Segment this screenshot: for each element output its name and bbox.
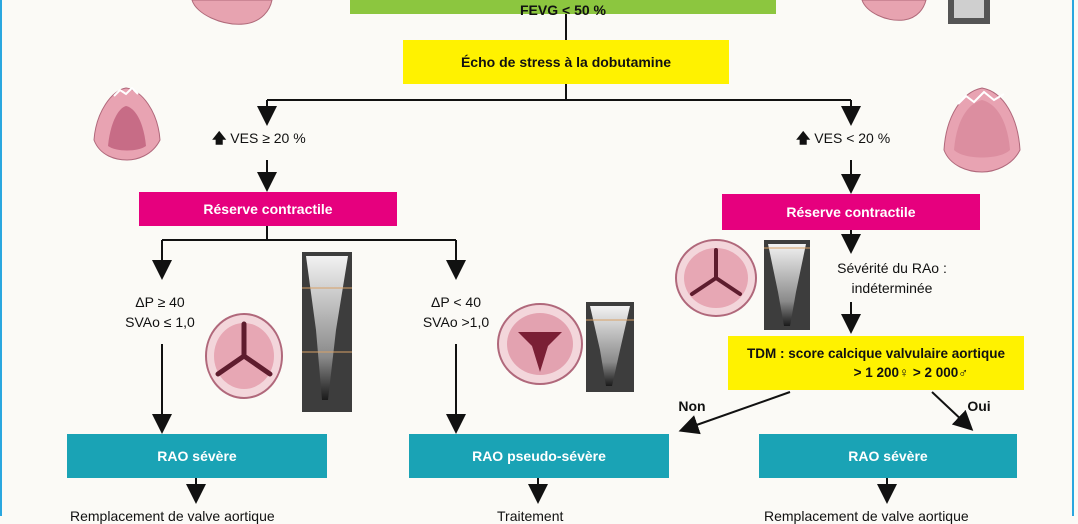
valve-trileaflet-icon	[205, 313, 283, 399]
outcome-right-box: RAO sévère	[759, 434, 1017, 478]
right-branch-label: 🡅 VES < 20 %	[796, 128, 916, 148]
valve-trileaflet-icon	[497, 303, 583, 385]
outcome-left-text: RAO sévère	[157, 448, 237, 464]
up-arrow-icon: 🡅	[796, 130, 811, 146]
echo-doppler-icon	[764, 240, 810, 330]
valve-open-icon	[943, 87, 1021, 173]
valve-cusp-icon	[861, 0, 990, 24]
left-branch-text: VES ≥ 20 %	[230, 130, 306, 146]
condition-b-line1: ΔP < 40	[431, 294, 481, 310]
echo-doppler-icon	[302, 252, 352, 412]
outcome-mid-text: RAO pseudo-sévère	[472, 448, 606, 464]
severity-line1: Sévérité du RAo :	[837, 260, 947, 276]
bottom-mid-text: Traitement	[497, 508, 564, 524]
stress-echo-text: Écho de stress à la dobutamine	[460, 54, 672, 70]
severity-line2: indéterminée	[851, 280, 933, 296]
echo-doppler-icon	[586, 302, 634, 392]
valve-open-icon	[93, 86, 161, 161]
condition-b-line2: SVAo >1,0	[422, 314, 490, 330]
reserve-left-box: Réserve contractile	[139, 192, 397, 226]
condition-a-line1: ΔP ≥ 40	[135, 294, 185, 310]
left-branch-label: 🡅 VES ≥ 20 %	[212, 128, 332, 148]
bottom-left-text: Remplacement de valve aortique	[70, 508, 275, 524]
right-branch-text: VES < 20 %	[814, 130, 891, 146]
up-arrow-icon: 🡅	[212, 130, 227, 146]
tdm-box: TDM : score calcique valvulaire aortique…	[728, 336, 1024, 390]
valve-cusp-icon	[191, 0, 273, 25]
severity-text: Sévérité du RAo : indéterminée	[810, 258, 974, 298]
reserve-right-text: Réserve contractile	[786, 204, 916, 220]
tdm-line2: > 1 200♀ > 2 000♂	[853, 365, 969, 380]
valve-trileaflet-icon	[675, 239, 757, 317]
fevg-text: FEVG < 50 %	[520, 2, 606, 18]
stress-echo-box: Écho de stress à la dobutamine	[403, 40, 729, 84]
reserve-right-box: Réserve contractile	[722, 194, 980, 230]
non-label: Non	[678, 398, 706, 414]
outcome-mid-box: RAO pseudo-sévère	[409, 434, 669, 478]
condition-a-line2: SVAo ≤ 1,0	[125, 314, 195, 330]
fevg-box: FEVG < 50 %	[350, 0, 776, 18]
oui-label: Oui	[967, 398, 991, 414]
condition-a: ΔP ≥ 40 SVAo ≤ 1,0	[108, 292, 212, 332]
outcome-right-text: RAO sévère	[848, 448, 928, 464]
bottom-right-text: Remplacement de valve aortique	[764, 508, 969, 524]
condition-b: ΔP < 40 SVAo >1,0	[404, 292, 508, 332]
outcome-left-box: RAO sévère	[67, 434, 327, 478]
tdm-line1: TDM : score calcique valvulaire aortique	[746, 346, 1006, 361]
reserve-left-text: Réserve contractile	[203, 201, 333, 217]
